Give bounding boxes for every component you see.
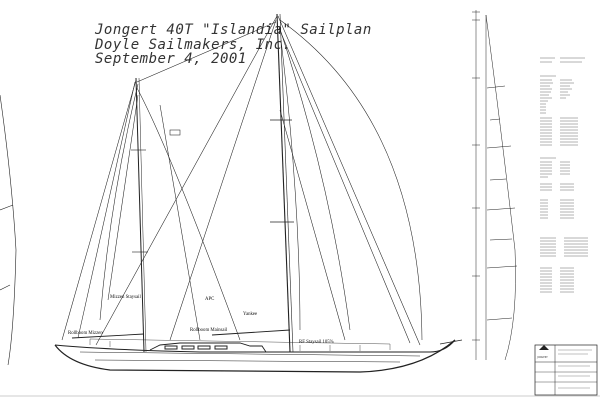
hull xyxy=(54,338,463,373)
mizzen-mast xyxy=(135,77,145,353)
vertical-scale xyxy=(472,10,518,361)
jongert-logo-icon xyxy=(539,345,549,350)
spec-table xyxy=(540,57,588,293)
rigging xyxy=(61,15,423,346)
masts xyxy=(131,13,294,353)
label-rollboom-mizzen: Rollboom Mizzen xyxy=(68,331,103,336)
drawing-date: September 4, 2001 xyxy=(95,51,247,67)
title-block: JONGERT xyxy=(534,344,598,396)
drawing-title: Jongert 40T "Islandia" Sailplan xyxy=(94,22,372,38)
label-rf-staysail: RF Staysail 105% xyxy=(299,340,334,345)
main-mast xyxy=(276,13,291,353)
label-mizzen-staysail: Mizzen Staysail xyxy=(110,295,141,300)
sail-labels: Mizzen Staysail APC Yankee Rollboom Main… xyxy=(68,295,334,345)
label-apc: APC xyxy=(205,297,214,302)
left-cut-sail xyxy=(0,94,17,366)
drawing-company: Doyle Sailmakers, Inc. xyxy=(94,37,291,53)
label-rollboom-mainsail: Rollboom Mainsail xyxy=(190,328,228,333)
title-block-logo: JONGERT xyxy=(536,356,548,359)
label-yankee: Yankee xyxy=(243,312,257,317)
